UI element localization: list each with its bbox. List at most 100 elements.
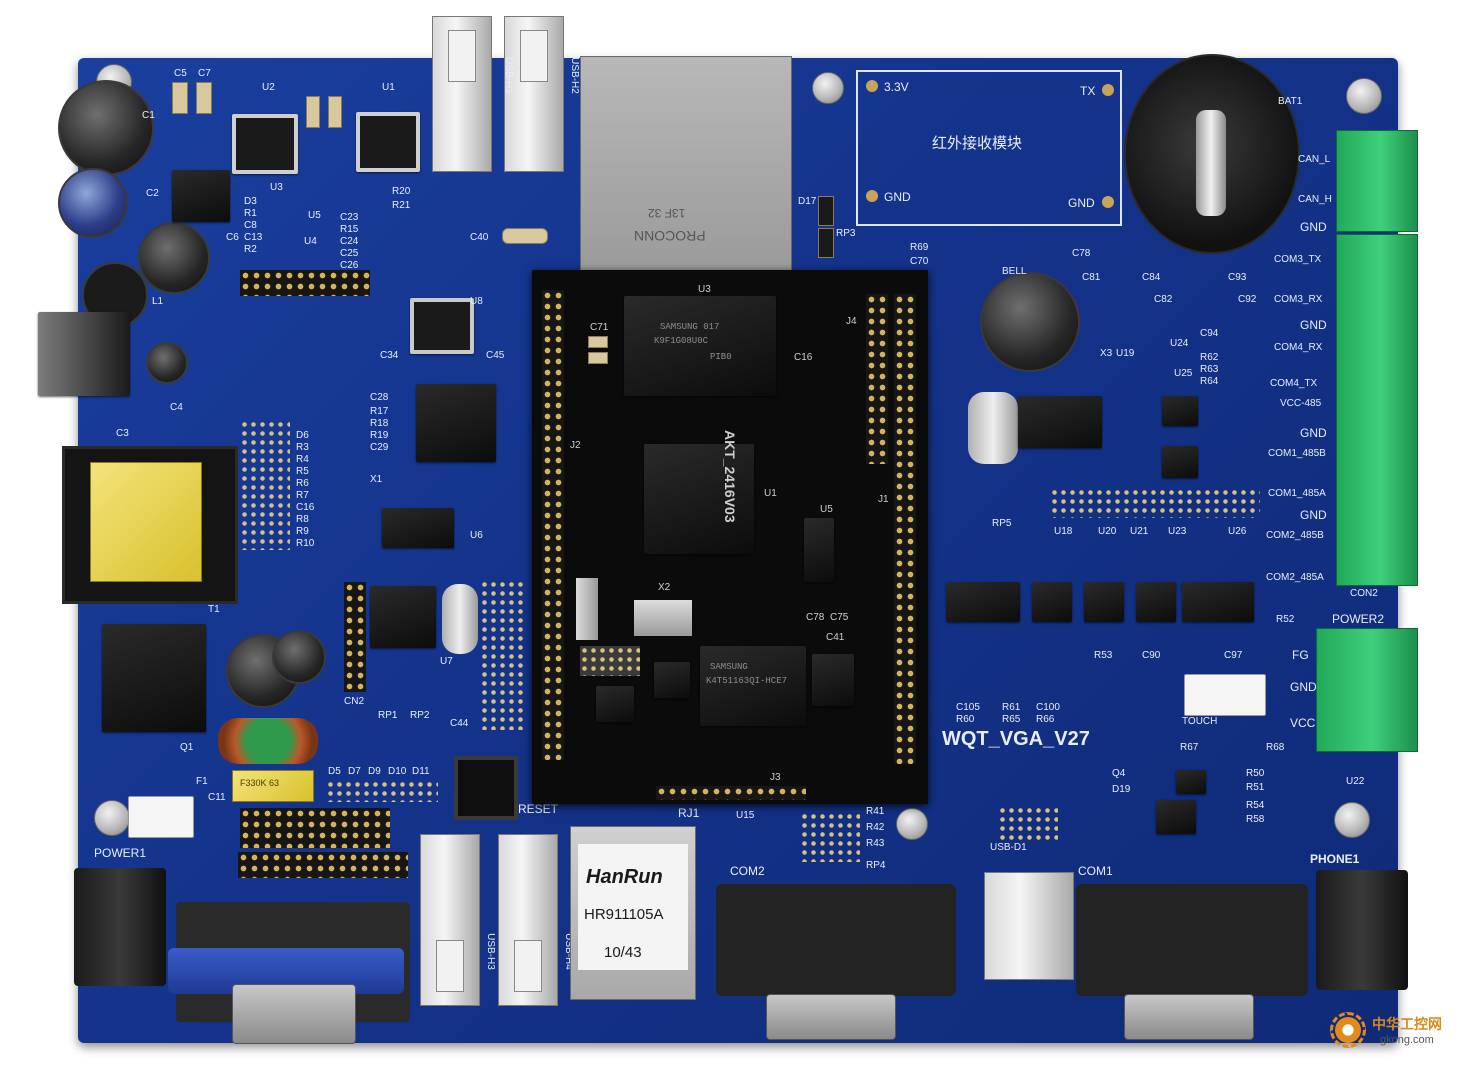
x-capacitor <box>232 770 314 802</box>
voltage-regulator <box>38 312 130 396</box>
label-rp5: RP5 <box>992 518 1012 529</box>
core-cap-2 <box>588 352 608 364</box>
label-r3: R3 <box>296 442 309 453</box>
com2-connector-face <box>766 994 896 1040</box>
label-r60: Q4 <box>1112 768 1126 779</box>
label-d3: D3 <box>244 196 257 207</box>
nand-marking-1: SAMSUNG 017 <box>660 322 720 332</box>
label-r7: R7 <box>296 490 309 501</box>
label-rp3: D17 <box>798 196 817 207</box>
electrolytic-capacitor-c1 <box>58 80 154 176</box>
electrolytic-capacitor-c2 <box>58 168 128 238</box>
label-phone1: PHONE1 <box>1310 852 1360 866</box>
label-r66: R54 <box>1246 800 1265 811</box>
label-d9: D9 <box>368 766 381 777</box>
label-u19: U19 <box>1116 348 1135 359</box>
label-com1: COM1 <box>1078 864 1113 878</box>
terminal-power2[interactable] <box>1316 628 1418 752</box>
chip-u7 <box>370 586 436 648</box>
power-label-fg: FG <box>1292 648 1309 662</box>
usb-device-port[interactable] <box>984 872 1074 980</box>
ethernet-date-code: 10/43 <box>604 944 642 961</box>
sd-slot-marking-2: 13F 32 <box>648 206 686 220</box>
chip-u3 <box>172 170 230 222</box>
capacitor-c40 <box>502 228 548 244</box>
label-r42: R42 <box>866 822 885 833</box>
header-cn2 <box>344 582 366 692</box>
chip-ethernet-controller <box>416 384 496 462</box>
label-core-u1: U1 <box>764 488 777 499</box>
reset-button[interactable] <box>454 756 518 820</box>
label-rp1: RP1 <box>378 710 398 721</box>
label-t1: T1 <box>208 604 220 615</box>
label-u25: U25 <box>1174 368 1193 379</box>
label-c99: C97 <box>1224 650 1243 661</box>
label-r41: R41 <box>866 806 885 817</box>
core-module-name: AKT_2416V03 <box>722 430 738 523</box>
label-x1: X1 <box>370 474 383 485</box>
chip-u2 <box>232 114 298 174</box>
power1-connector[interactable] <box>128 796 194 838</box>
label-c78: C78 <box>1072 248 1091 259</box>
core-header-j1 <box>894 294 916 764</box>
label-core-c75: C75 <box>830 612 849 623</box>
label-rp4: RP3 <box>836 228 856 239</box>
label-d17: RP4 <box>866 860 886 871</box>
header-u5-area <box>240 270 370 296</box>
nand-marking-2: K9F1G08U0C <box>654 336 709 346</box>
terminal-label-com2-485a: COM2_485A <box>1266 572 1324 583</box>
label-r18: R18 <box>370 418 389 429</box>
label-c70: C70 <box>910 256 929 267</box>
label-c81: C81 <box>1082 272 1101 283</box>
core-header-j4 <box>866 294 888 464</box>
label-u15: U15 <box>736 810 755 821</box>
header-bottom-left-2 <box>238 852 408 878</box>
ir-pad-tx <box>1102 84 1114 96</box>
label-r47: R61 <box>1002 702 1021 713</box>
ethernet-jack-label-plate <box>578 844 688 970</box>
label-c5: C5 <box>174 68 187 79</box>
usb-h1-port[interactable] <box>432 16 492 172</box>
sd-card-slot[interactable] <box>580 56 792 276</box>
com1-connector[interactable] <box>1076 884 1308 996</box>
label-power2: POWER2 <box>1332 612 1385 626</box>
label-c45: C45 <box>486 350 505 361</box>
phone-jack[interactable] <box>1316 870 1408 990</box>
label-d5: D5 <box>328 766 341 777</box>
watermark-gear-icon <box>1330 1012 1366 1048</box>
header-bottom-left-1 <box>240 808 390 848</box>
label-r63: R63 <box>1200 364 1219 375</box>
board-model-name: WQT_VGA_V27 <box>942 728 1090 750</box>
label-d6: D6 <box>296 430 309 441</box>
label-c1: C1 <box>142 110 155 121</box>
label-bell: BELL <box>1002 266 1027 277</box>
label-usb-h2: USB-H2 <box>568 57 580 94</box>
label-com2: COM2 <box>730 864 765 878</box>
label-r21: R21 <box>392 200 411 211</box>
ir-pin-33v: 3.3V <box>884 80 909 94</box>
terminal-label-com4-tx: COM4_TX <box>1270 378 1318 389</box>
label-d11: D11 <box>412 766 430 777</box>
resistor-pack-rp3 <box>818 196 834 226</box>
chip-rs485-4 <box>1136 582 1176 622</box>
label-r5: R5 <box>296 466 309 477</box>
usb-h4-slot <box>514 940 542 992</box>
label-c11: C11 <box>208 792 226 803</box>
chip-u22 <box>1156 800 1196 834</box>
label-c6: C6 <box>226 232 239 243</box>
label-u18: U18 <box>1054 526 1073 537</box>
watermark-url: gkong.com <box>1380 1034 1434 1046</box>
com2-connector[interactable] <box>716 884 956 996</box>
ethernet-part: HR911105A <box>584 906 664 923</box>
touch-connector[interactable] <box>1184 674 1266 716</box>
common-mode-choke <box>218 718 318 764</box>
label-r17: R17 <box>370 406 389 417</box>
capacitor-c7 <box>196 82 212 114</box>
label-core-c78: C78 <box>806 612 825 623</box>
mounting-screw-top-right <box>1346 78 1382 114</box>
label-u5: U5 <box>308 210 321 221</box>
terminal-con2[interactable] <box>1336 234 1418 586</box>
dc-barrel-jack[interactable] <box>74 868 166 986</box>
terminal-can[interactable] <box>1336 130 1418 232</box>
label-r52: C100 <box>1036 702 1060 713</box>
